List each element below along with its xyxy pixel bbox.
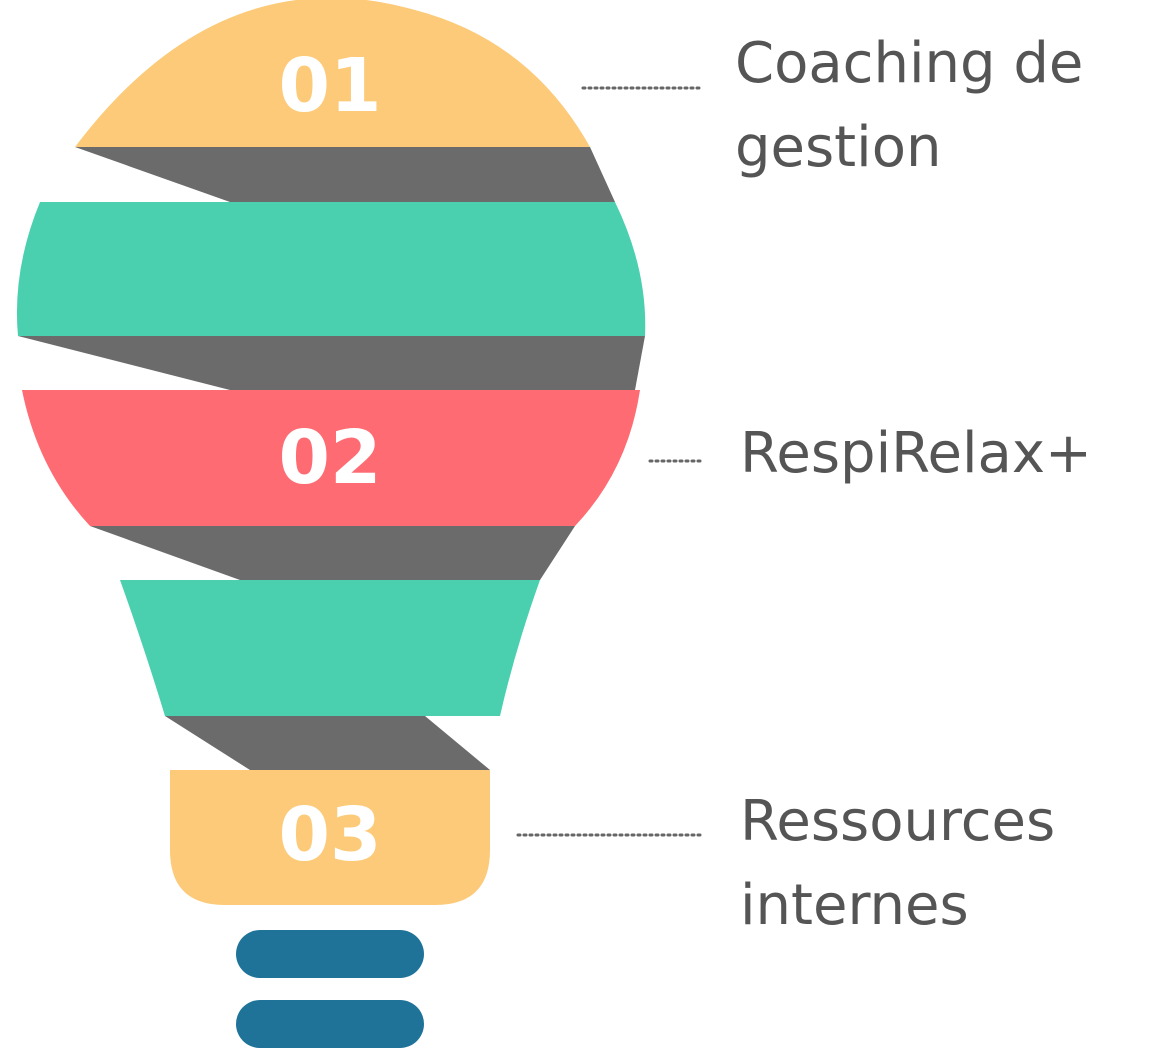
- connector-band-2: [18, 336, 645, 390]
- step-label-02: RespiRelax+: [740, 412, 1092, 496]
- step-label-03-line1: Ressources: [740, 789, 1056, 854]
- step-label-02-line1: RespiRelax+: [740, 421, 1092, 486]
- step-number-02: 02: [279, 415, 382, 501]
- step-label-01: Coaching de gestion: [735, 22, 1083, 190]
- step-number-03: 03: [279, 792, 382, 878]
- bulb-base-pill-1: [236, 930, 424, 978]
- bulb-base-pill-2: [236, 1000, 424, 1048]
- segment-02-band: [22, 390, 640, 526]
- segment-01-dome: [75, 0, 590, 147]
- segment-teal-lower: [120, 580, 540, 716]
- step-label-01-line2: gestion: [735, 115, 942, 180]
- step-label-03: Ressources internes: [740, 780, 1055, 948]
- segment-teal-upper: [16, 202, 646, 336]
- connector-band-4: [165, 716, 490, 770]
- connector-band-1: [75, 147, 615, 202]
- step-number-01: 01: [279, 43, 382, 129]
- segment-03-cap: [170, 770, 490, 905]
- step-label-01-line1: Coaching de: [735, 31, 1084, 96]
- connector-band-3: [90, 526, 575, 580]
- step-label-03-line2: internes: [740, 873, 969, 938]
